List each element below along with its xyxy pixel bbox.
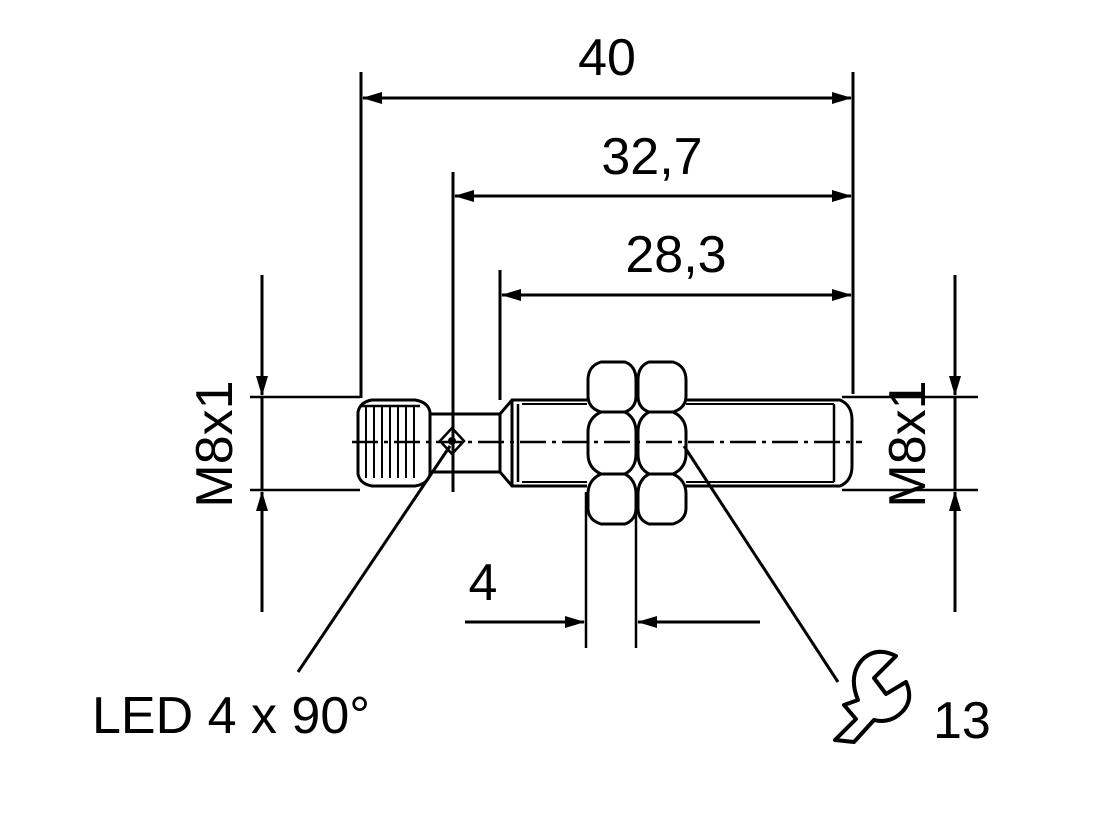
dimension-4: 4 xyxy=(465,554,760,628)
led-callout-label: LED 4 x 90° xyxy=(92,687,370,745)
dim-label-4: 4 xyxy=(469,554,498,612)
dimension-32-7: 32,7 xyxy=(454,128,852,202)
wrench-icon xyxy=(833,649,912,744)
dim-label-32-7: 32,7 xyxy=(601,128,702,186)
dimension-m8x1-right: M8x1 xyxy=(879,275,961,612)
wrench-leader-line xyxy=(682,445,840,683)
dimension-40: 40 xyxy=(362,29,852,104)
sensor-body xyxy=(352,360,862,526)
hex-nuts xyxy=(586,360,688,526)
dim-label-m8x1-left: M8x1 xyxy=(186,380,244,507)
dimension-28-3: 28,3 xyxy=(501,226,852,301)
led-leader-line xyxy=(296,445,452,673)
dim-label-40: 40 xyxy=(578,29,636,87)
dim-label-28-3: 28,3 xyxy=(625,226,726,284)
dimension-m8x1-left: M8x1 xyxy=(186,275,268,612)
dim-label-m8x1-right: M8x1 xyxy=(879,380,937,507)
led-section xyxy=(430,412,500,474)
wrench-size-label: 13 xyxy=(933,692,991,750)
